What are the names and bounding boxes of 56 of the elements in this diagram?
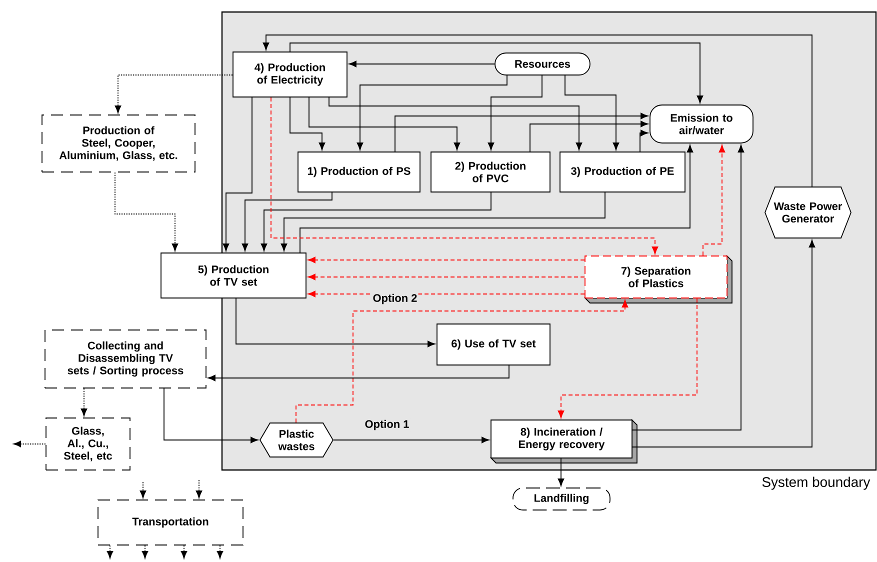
- edge-label: Option 1: [364, 418, 410, 432]
- arrow: [222, 97, 252, 252]
- arrow: [260, 192, 492, 252]
- arrow: [308, 97, 460, 150]
- resource-box: Resources: [494, 52, 590, 76]
- transport-box: Transportation: [98, 500, 244, 546]
- arrow: [242, 192, 332, 252]
- node-label: System boundary: [762, 476, 870, 490]
- arrow: [262, 34, 812, 187]
- arrow: [80, 388, 88, 416]
- arrow: [290, 97, 326, 150]
- edge-label: Option 2: [372, 292, 418, 306]
- arrow: [564, 75, 620, 150]
- arrow: [140, 482, 146, 498]
- arrow: [328, 97, 582, 150]
- arrow: [300, 144, 694, 253]
- arrow: [296, 300, 628, 423]
- arrow: [702, 144, 726, 256]
- process-box: 4) Production of Electricity: [232, 52, 348, 98]
- process-box: 2) Production of PVC: [430, 152, 550, 192]
- process-box: 3) Production of PE: [560, 152, 686, 192]
- arrow: [114, 172, 178, 252]
- arrow: [356, 75, 508, 150]
- external-process-box: Production of Steel, Cooper, Aluminium, Glass, etc.: [42, 114, 196, 172]
- arrow: [558, 298, 698, 418]
- arrow: [632, 144, 744, 430]
- arrow: [106, 545, 114, 559]
- arrow: [164, 388, 258, 444]
- arrow: [114, 74, 233, 114]
- arrow: [270, 97, 658, 254]
- arrow: [488, 75, 542, 150]
- arrow: [394, 112, 648, 152]
- arrow: [558, 458, 564, 486]
- arrow: [236, 298, 436, 348]
- arrow: [208, 365, 510, 382]
- arrow: [632, 240, 816, 448]
- arrow: [348, 60, 495, 68]
- arrow: [308, 256, 585, 264]
- arrow: [196, 480, 202, 498]
- arrow: [180, 545, 188, 559]
- process-box: 6) Use of TV set: [436, 324, 550, 366]
- arrow: [142, 545, 148, 559]
- arrow: [308, 274, 585, 280]
- arrow: [290, 42, 704, 104]
- process-box: 5) Production of TV set: [160, 252, 306, 298]
- arrow: [640, 130, 648, 152]
- arrow: [280, 192, 606, 252]
- emission-box: Emission to air/water: [650, 104, 754, 144]
- arrow: [13, 440, 46, 448]
- landfill-box: Landfilling: [512, 488, 610, 510]
- arrow: [216, 545, 224, 559]
- arrow: [333, 436, 490, 444]
- arrow: [530, 120, 648, 152]
- external-process-box: Collecting and Disassembling TV sets / Sorting process: [44, 330, 206, 388]
- process-box: 1) Production of PS: [298, 152, 420, 192]
- material-box: Glass, Al., Cu., Steel, etc: [46, 418, 130, 470]
